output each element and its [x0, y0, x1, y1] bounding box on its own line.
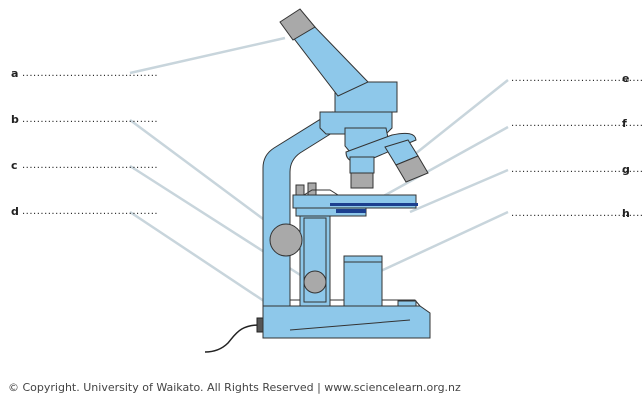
- label-blank-c[interactable]: .....................................: [22, 160, 159, 171]
- label-letter-d: d: [11, 205, 19, 218]
- microscope-base: [262, 305, 431, 339]
- objective-ring: [345, 132, 417, 163]
- leader-line-f: [379, 125, 509, 200]
- stage: [292, 194, 417, 209]
- leader-line-a: [129, 36, 286, 75]
- label-blank-f[interactable]: .....................................: [511, 118, 642, 129]
- glass-slide: [330, 203, 418, 206]
- label-blank-h[interactable]: .....................................: [511, 208, 642, 219]
- objective-lens-center: [349, 156, 375, 174]
- fine-focus-knob: [303, 270, 327, 294]
- label-letter-e: e: [622, 72, 630, 85]
- label-blank-b[interactable]: .....................................: [22, 114, 159, 125]
- lamp-housing: [343, 255, 383, 307]
- eyepiece-tube: [291, 23, 369, 97]
- leader-line-g: [409, 168, 509, 214]
- label-letter-c: c: [11, 159, 18, 172]
- label-blank-e[interactable]: .....................................: [511, 73, 642, 84]
- objective-lens-right-tip: [395, 155, 429, 183]
- base-switch: [397, 300, 417, 307]
- label-letter-g: g: [622, 163, 630, 176]
- base-front: [289, 319, 411, 331]
- label-letter-f: f: [622, 117, 627, 130]
- objective-lens-center-tip: [350, 172, 374, 189]
- leader-line-b: [129, 118, 283, 235]
- label-letter-b: b: [11, 113, 19, 126]
- label-blank-g[interactable]: .....................................: [511, 164, 642, 175]
- stage-clip-left: [295, 184, 305, 196]
- label-letter-a: a: [11, 67, 19, 80]
- leader-line-e: [404, 79, 509, 163]
- label-blank-d[interactable]: .....................................: [22, 206, 159, 217]
- label-letter-h: h: [622, 207, 630, 220]
- eyepiece: [279, 8, 316, 41]
- leader-line-h: [369, 210, 509, 278]
- copyright-notice: © Copyright. University of Waikato. All …: [8, 381, 461, 394]
- label-blank-a[interactable]: .....................................: [22, 68, 159, 79]
- power-cord: [204, 324, 263, 353]
- stage-holder: [303, 189, 339, 196]
- leader-lines: [129, 36, 509, 317]
- stage-clip-right: [307, 182, 317, 196]
- coarse-focus-knob: [269, 223, 303, 257]
- leader-line-d: [129, 210, 286, 317]
- slide-coverslip: [336, 209, 366, 213]
